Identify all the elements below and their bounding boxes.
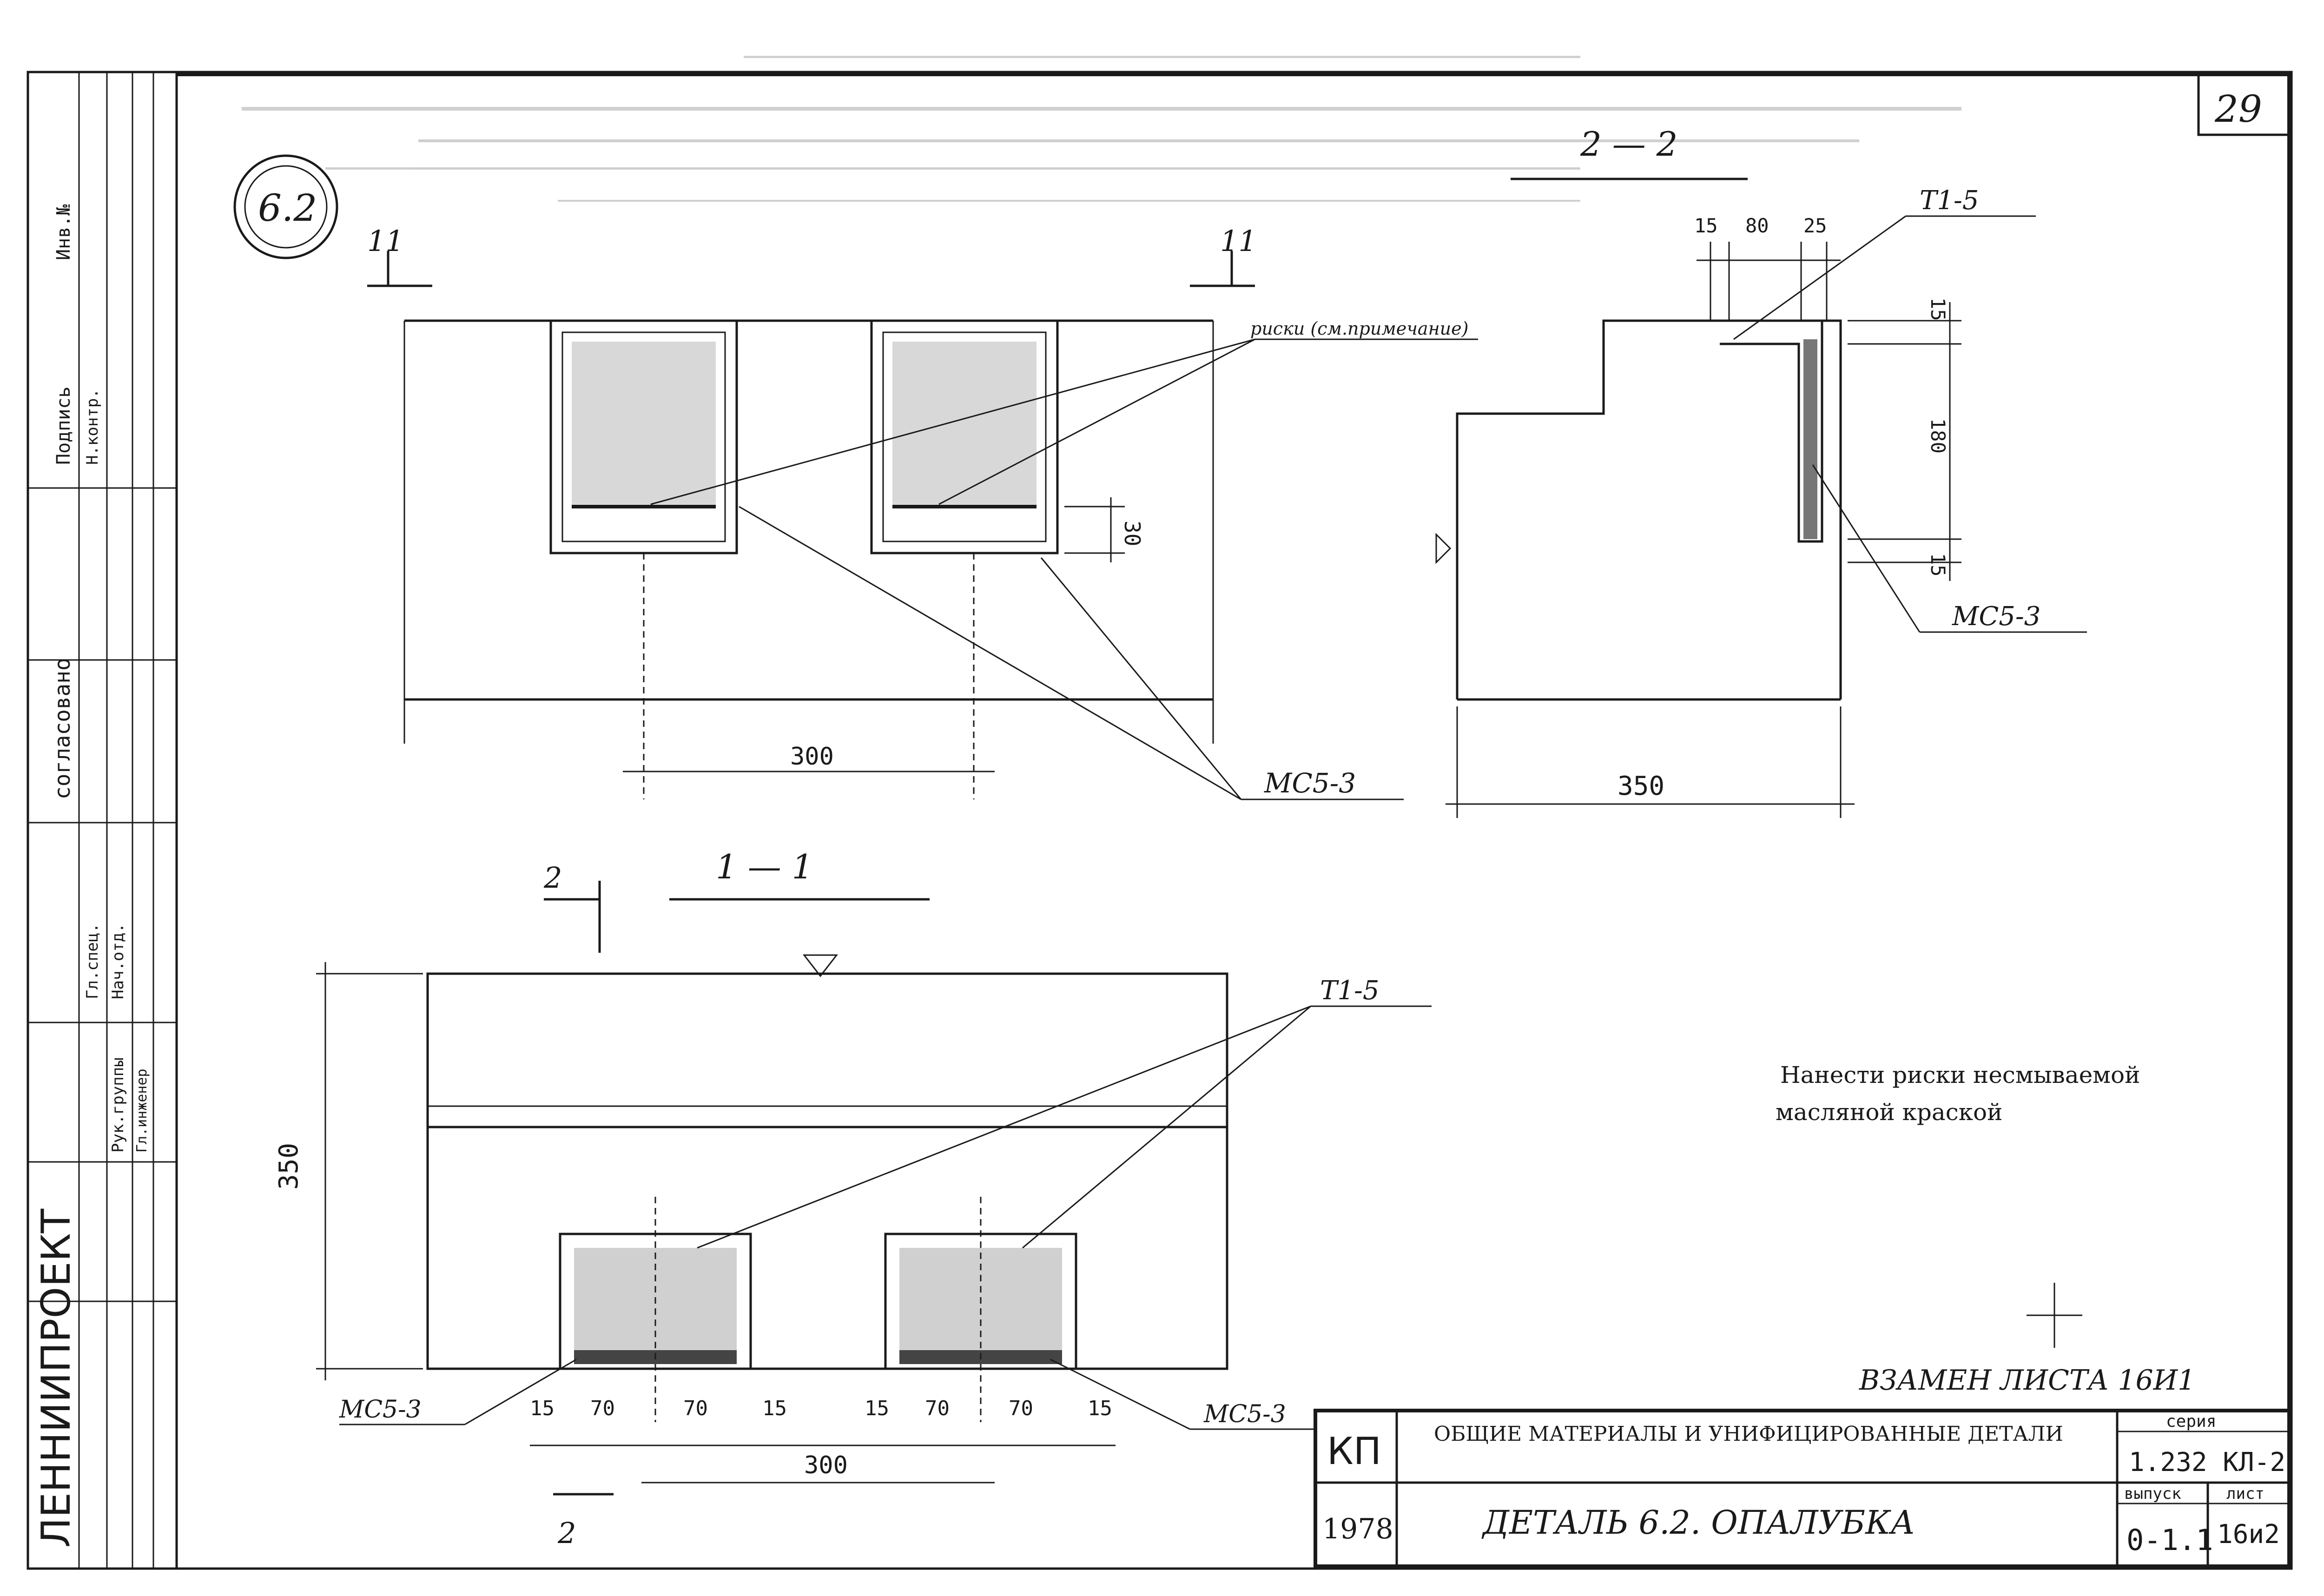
side-stamp: согласовано Подпись Инв.№ Н.контр. Гл.сп… — [26, 71, 178, 1570]
sheet-value: 16и2 — [2217, 1519, 2280, 1550]
page-number-box — [2197, 73, 2291, 136]
section-2-2: 2 — 2 15 80 25 15 180 15 350 T1-5 — [1435, 125, 2087, 818]
section-2-2-title: 2 — 2 — [1580, 125, 1677, 164]
organization-name: ЛЕННИИПРОЕКТ — [33, 1208, 79, 1548]
mc-label-section: MC5-3 — [1952, 601, 2040, 632]
issue-label: выпуск — [2124, 1484, 2181, 1503]
cut-mark-bottom: 2 — [557, 1516, 576, 1550]
title-block: КП 1978 ОБЩИЕ МАТЕРИАЛЫ И УНИФИЦИРОВАННЫ… — [1314, 1409, 2291, 1568]
dim-b-6: 70 — [1009, 1397, 1033, 1420]
dim-b-4: 15 — [865, 1397, 889, 1420]
stamp-label-3: Инв.№ — [53, 204, 74, 260]
series-label: серия — [2166, 1412, 2216, 1431]
title-org-code: КП — [1327, 1430, 1381, 1473]
sheet-label: лист — [2226, 1484, 2265, 1503]
dim-300-top: 300 — [790, 743, 834, 771]
title-year: 1978 — [1322, 1513, 1393, 1545]
t1-label-bottom: T1-5 — [1320, 976, 1380, 1006]
sheet-frame — [26, 71, 2293, 1570]
marks-note-label: риски (см.примечание) — [1250, 318, 1468, 339]
dim-300-bottom: 300 — [804, 1451, 848, 1479]
dim-b-0: 15 — [530, 1397, 555, 1420]
stamp-label-7: Нач.отд. — [109, 923, 127, 999]
title-subtitle: ДЕТАЛЬ 6.2. ОПАЛУБКА — [1481, 1504, 1915, 1542]
replaces-note: ВЗАМЕН ЛИСТА 16И1 — [1859, 1364, 2195, 1397]
section-mark-left: 11 — [367, 224, 404, 258]
stamp-label-5: Гл.спец. — [83, 923, 102, 999]
dim-b-1: 70 — [590, 1397, 615, 1420]
scan-noise — [242, 56, 1961, 202]
issue-value: 0-1.1 — [2126, 1523, 2213, 1557]
dim-25: 25 — [1803, 214, 1827, 237]
mc-label-bottom-left: MC5-3 — [339, 1396, 422, 1424]
elevation-view: 11 11 30 300 риски (см.примечание) MC5-3 — [367, 224, 1478, 800]
detail-marker: 6.2 — [233, 154, 338, 259]
dim-b-7: 15 — [1088, 1397, 1112, 1420]
note-line-2: масляной краской — [1776, 1099, 2002, 1126]
dim-b-2: 70 — [683, 1397, 708, 1420]
dim-b-3: 15 — [762, 1397, 787, 1420]
stamp-label-4: Н.контр. — [83, 389, 102, 465]
dim-80: 80 — [1745, 214, 1769, 237]
stamp-label-8: Гл.инженер — [134, 1068, 150, 1153]
detail-number: 6.2 — [258, 186, 317, 230]
note-line-1: Нанести риски несмываемой — [1780, 1062, 2140, 1088]
stamp-label-2: Подпись — [53, 386, 74, 465]
series-value: 1.232 КЛ-2 — [2129, 1447, 2285, 1477]
t1-label-section: T1-5 — [1920, 185, 1979, 216]
stamp-label-1: согласовано — [50, 658, 75, 799]
dim-15-right-top: 15 — [1927, 297, 1949, 321]
stamp-label-6: Рук.группы — [109, 1057, 127, 1153]
mc-label-elevation: MC5-3 — [1264, 767, 1356, 799]
dim-15-top: 15 — [1694, 214, 1718, 237]
cut-mark-top: 2 — [543, 861, 562, 895]
dim-180: 180 — [1927, 418, 1949, 454]
mc-label-bottom-right: MC5-3 — [1203, 1400, 1286, 1428]
dim-350-section: 350 — [1618, 771, 1664, 801]
page-number: 29 — [2214, 87, 2262, 131]
section-1-1: 1 — 1 2 2 350 15 70 70 15 15 70 70 15 — [274, 847, 1432, 1550]
dim-15-right-bottom: 15 — [1927, 553, 1949, 577]
dim-30: 30 — [1120, 521, 1145, 546]
section-1-1-title: 1 — 1 — [716, 847, 813, 886]
section-mark-right: 11 — [1220, 224, 1257, 258]
title-heading: ОБЩИЕ МАТЕРИАЛЫ И УНИФИЦИРОВАННЫЕ ДЕТАЛИ — [1434, 1422, 2063, 1446]
dim-b-5: 70 — [925, 1397, 950, 1420]
dim-350-vertical: 350 — [274, 1143, 304, 1190]
plate-right — [870, 319, 1059, 554]
